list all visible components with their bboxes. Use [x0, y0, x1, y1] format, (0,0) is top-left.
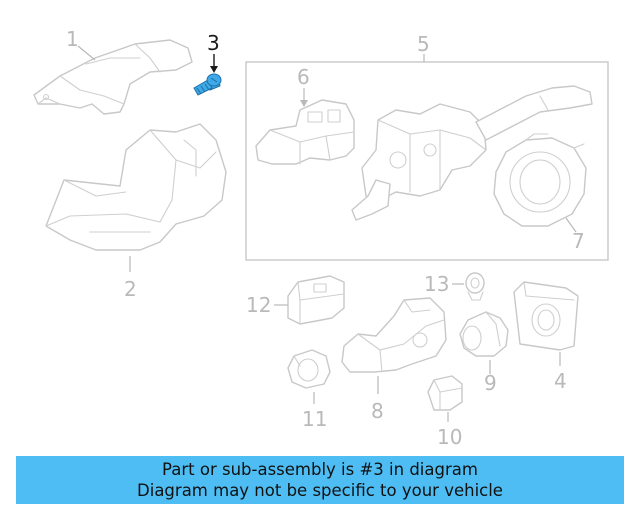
part-7-clockspring[interactable]: [493, 133, 587, 227]
leader-3-arrowhead: [210, 66, 218, 73]
part-1-upper-shroud[interactable]: [33, 39, 193, 115]
banner-line-2: Diagram may not be specific to your vehi…: [137, 481, 503, 500]
callout-1: 1: [66, 27, 79, 51]
parts-diagram: 1 3 2 5 6: [33, 27, 609, 449]
callout-4: 4: [554, 369, 567, 393]
part-10-switch[interactable]: [427, 375, 463, 411]
callout-6: 6: [297, 65, 310, 89]
leader-7: [565, 217, 577, 233]
callout-12: 12: [246, 293, 271, 317]
leader-6-arrowhead: [300, 100, 308, 107]
part-4-trim-plate[interactable]: [513, 281, 579, 351]
callout-3: 3: [207, 31, 220, 55]
callout-5: 5: [417, 32, 430, 56]
part-8-lock-housing[interactable]: [341, 297, 447, 373]
part-3-screw[interactable]: [193, 73, 222, 96]
part-12-switch-module[interactable]: [287, 275, 345, 325]
callout-8: 8: [371, 399, 384, 423]
callout-2: 2: [124, 277, 137, 301]
part-11-transponder[interactable]: [287, 349, 331, 389]
part-5-assembly-box: [245, 61, 609, 261]
banner-line-1: Part or sub-assembly is #3 in diagram: [162, 460, 478, 479]
callout-11: 11: [302, 407, 327, 431]
part-5-combination-switch[interactable]: [351, 85, 593, 221]
callout-10: 10: [437, 425, 462, 449]
callout-13: 13: [424, 272, 449, 296]
info-banner: Part or sub-assembly is #3 in diagram Di…: [16, 456, 624, 504]
part-6-switch-bracket[interactable]: [255, 99, 355, 165]
part-9-lock-cylinder[interactable]: [459, 311, 509, 357]
leader-1: [77, 45, 96, 61]
part-13-ring[interactable]: [465, 272, 485, 301]
callout-9: 9: [484, 371, 497, 395]
part-2-lower-shroud[interactable]: [45, 123, 227, 251]
callout-7: 7: [572, 229, 585, 253]
